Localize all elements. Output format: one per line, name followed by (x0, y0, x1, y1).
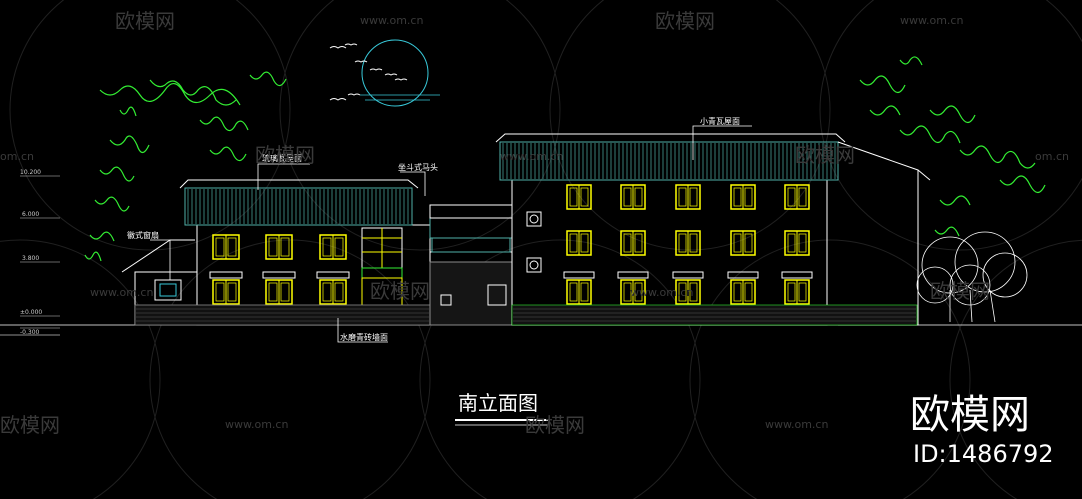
window (784, 230, 810, 256)
wm-brand-8: 欧模网 (525, 413, 585, 437)
window (566, 230, 592, 256)
window (727, 271, 759, 305)
leader-lines (150, 125, 752, 343)
connector (429, 204, 513, 326)
left-wing (121, 179, 431, 326)
window (212, 234, 240, 260)
wm-brand-2: 欧模网 (655, 9, 715, 33)
windows-left (209, 234, 350, 305)
wm-brand-5: 欧模网 (370, 279, 430, 303)
label-small-roof: 小青瓦屋面 (700, 116, 740, 126)
bush-icon (916, 231, 1028, 323)
window (620, 184, 646, 210)
window (316, 271, 350, 305)
label-connector-head: 坐斗式马头 (398, 162, 438, 172)
level-neg: -0.300 (20, 329, 40, 336)
wm-site-short-1: om.cn (0, 150, 34, 163)
window (781, 271, 813, 305)
level-markers (20, 175, 60, 329)
plinth-right (511, 304, 918, 326)
window (675, 184, 701, 210)
moon-icon (360, 39, 440, 107)
window (730, 184, 756, 210)
label-left-hall: 徽式窗扇 (127, 230, 159, 240)
tree-left-icon (84, 71, 287, 262)
watermarks: 欧模网 www.om.cn 欧模网 www.om.cn om.cn 欧模网 ww… (0, 9, 1069, 437)
window (265, 234, 293, 260)
tree-right-icon (859, 56, 1046, 237)
window (784, 184, 810, 210)
roof-right-hatch (502, 143, 836, 179)
window (730, 230, 756, 256)
window (262, 271, 296, 305)
window (209, 271, 243, 305)
wm-brand-7: 欧模网 (0, 413, 60, 437)
image-id: ID:1486792 (913, 440, 1054, 468)
roof-left-hatch (187, 189, 409, 224)
window (672, 271, 704, 305)
wm-brand-1: 欧模网 (115, 9, 175, 33)
wm-brand-4: 欧模网 (795, 143, 855, 167)
wm-site-3: www.om.cn (500, 150, 563, 163)
window (566, 184, 592, 210)
brick-pattern-right (513, 308, 916, 322)
drawing-title: 南立面图 (458, 391, 538, 415)
brand-logo-text: 欧模网 (910, 392, 1030, 438)
window (319, 234, 347, 260)
window (563, 271, 595, 305)
window (620, 230, 646, 256)
wm-brand-6: 欧模网 (930, 279, 990, 303)
plinth-left (134, 304, 431, 326)
label-plinth: 水磨青砖墙面 (340, 332, 388, 342)
window (675, 230, 701, 256)
level-0: ±0.000 (20, 309, 42, 316)
wm-site-2: www.om.cn (900, 14, 963, 27)
label-left-roof: 琉璃瓦屋面 (262, 153, 302, 163)
brick-pattern (136, 308, 429, 322)
level-10200: 10.200 (20, 169, 41, 176)
stair-tower (361, 227, 403, 307)
wm-site-5: www.om.cn (630, 286, 693, 299)
level-3800: 3.800 (22, 255, 39, 262)
wm-site-7: www.om.cn (765, 418, 828, 431)
wm-site-4: www.om.cn (90, 286, 153, 299)
wm-site-6: www.om.cn (225, 418, 288, 431)
wm-brand-3: 欧模网 (255, 143, 315, 167)
window (617, 271, 649, 305)
windows-right (563, 184, 813, 305)
wm-site-1: www.om.cn (360, 14, 423, 27)
birds-icon (329, 43, 408, 101)
wm-site-short-2: om.cn (1035, 150, 1069, 163)
level-6000: 6.000 (22, 211, 39, 218)
